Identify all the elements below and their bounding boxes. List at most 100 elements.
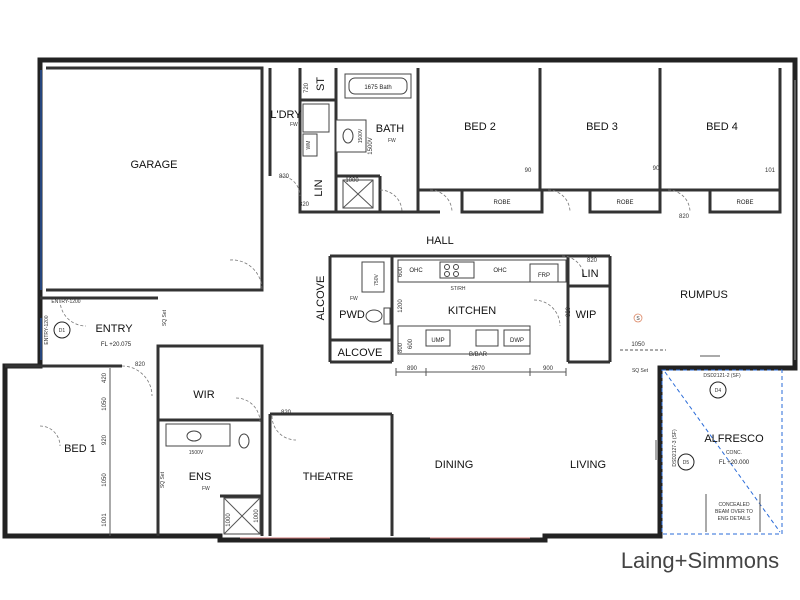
svg-text:D5: D5 xyxy=(683,460,690,466)
label-st: ST xyxy=(315,77,327,91)
note-beam-3: ENG DETAILS xyxy=(718,516,751,522)
door-swings xyxy=(39,175,691,447)
label-garage: GARAGE xyxy=(130,159,177,171)
dimension-lines xyxy=(109,368,567,536)
label-pwd: PWD xyxy=(339,309,365,321)
note-dsd-top: DSD2121-2 (SF) xyxy=(703,373,741,379)
label-bed3: BED 3 xyxy=(586,121,618,133)
note-alfresco-conc: CONC. xyxy=(726,450,742,456)
dim-90-b3: 90 xyxy=(653,166,660,172)
note-alfresco-level: FL +20.000 xyxy=(719,460,750,466)
window-marks xyxy=(40,70,796,539)
dim-1000-bath: 1000 xyxy=(345,178,359,184)
label-frp: FRP xyxy=(538,273,550,279)
label-wir: WIR xyxy=(193,389,214,401)
label-ohc-right: OHC xyxy=(493,268,507,274)
fixtures xyxy=(165,73,761,535)
label-rumpus: RUMPUS xyxy=(680,289,728,301)
label-s-marker: S xyxy=(636,316,640,322)
door-tag-d4: D4 xyxy=(709,381,727,399)
label-bed1: BED 1 xyxy=(64,443,96,455)
door-tag-d5: D5 xyxy=(677,453,695,471)
label-bath: BATH xyxy=(376,123,405,135)
room-labels: GARAGE L'DRY BATH BED 2 BED 3 BED 4 HALL… xyxy=(64,77,764,483)
dim-101-b4: 101 xyxy=(765,168,776,174)
dim-820-entry: 820 xyxy=(135,362,146,368)
label-fw-bath: FW xyxy=(388,138,396,144)
label-fw-ldry: FW xyxy=(290,122,298,128)
dim-820-theatre: 820 xyxy=(281,410,292,416)
label-vanity-ens: 1500V xyxy=(189,450,204,456)
label-ump: UMP xyxy=(431,338,444,344)
note-beam-2: BEAM OVER TO xyxy=(715,509,753,515)
dim-720: 720 xyxy=(304,82,310,93)
door-tag-d1: D1 xyxy=(53,321,71,339)
fixture-labels: 1675 Bath ROBE ROBE ROBE OHC OHC ST/RH F… xyxy=(160,85,754,492)
label-bath-tub: 1675 Bath xyxy=(364,85,391,91)
label-dwp: DWP xyxy=(510,338,524,344)
dim-820-lin: 820 xyxy=(279,174,290,180)
label-lin-left: LIN xyxy=(313,179,325,196)
label-alcove-upper: ALCOVE xyxy=(315,276,327,321)
dim-1050-rumpus: 1050 xyxy=(631,342,645,348)
label-bbar: B/BAR xyxy=(469,352,488,358)
label-bed2: BED 2 xyxy=(464,121,496,133)
label-laundry: L'DRY xyxy=(270,109,302,121)
dim-1050-a: 1050 xyxy=(102,397,108,411)
dim-1050-b: 1050 xyxy=(102,473,108,487)
label-kitchen: KITCHEN xyxy=(448,305,496,317)
note-beam-1: CONCEALED xyxy=(718,502,750,508)
dim-1500-bath: 1500V xyxy=(368,137,374,154)
label-fw-ens: FW xyxy=(202,486,210,492)
dim-820-wip: 820 xyxy=(566,306,572,317)
dim-820-b2: 820 xyxy=(299,202,310,208)
label-wm: WM xyxy=(306,141,312,150)
label-ens: ENS xyxy=(189,471,212,483)
label-entry: ENTRY xyxy=(95,323,133,335)
note-entry-1200-side: ENTRY-1200 xyxy=(44,315,50,344)
label-wip: WIP xyxy=(576,309,597,321)
label-fw-pwd: FW xyxy=(350,296,358,302)
label-sq-set-rumpus: SQ Set xyxy=(632,368,649,374)
dim-800: 800 xyxy=(398,342,404,353)
label-bed4: BED 4 xyxy=(706,121,738,133)
interior-walls xyxy=(5,66,783,536)
dim-890: 890 xyxy=(407,366,418,372)
note-dsd-side: DSD2127-3 (SF) xyxy=(672,429,678,467)
note-entry-level: FL +20.075 xyxy=(101,342,132,348)
label-alfresco: ALFRESCO xyxy=(704,433,764,445)
plan-notes: FL +20.075 ENTRY-1200 ENTRY-1200 D1 D4 D… xyxy=(44,299,753,522)
dim-900: 900 xyxy=(543,366,554,372)
label-hall: HALL xyxy=(426,235,454,247)
label-theatre: THEATRE xyxy=(303,471,354,483)
label-dining: DINING xyxy=(435,459,474,471)
label-robe3: ROBE xyxy=(616,200,633,206)
label-st-rh: ST/RH xyxy=(451,286,466,292)
label-ohc-left: OHC xyxy=(409,268,423,274)
dim-600b: 600 xyxy=(408,338,414,349)
dim-600: 600 xyxy=(398,266,404,277)
label-living: LIVING xyxy=(570,459,606,471)
label-sq-set-entry: SQ Set xyxy=(162,309,168,326)
dim-920: 920 xyxy=(102,434,108,445)
brand-logo: Laing+Simmons xyxy=(621,548,779,573)
dim-1000-ens: 1000 xyxy=(226,513,232,527)
dim-420: 420 xyxy=(102,372,108,383)
label-vanity-pwd: 750V xyxy=(374,274,380,286)
label-sq-set-ens: SQ Set xyxy=(160,471,166,488)
label-robe4: ROBE xyxy=(736,200,753,206)
label-alcove-lower: ALCOVE xyxy=(338,347,383,359)
dim-1200: 1200 xyxy=(398,299,404,313)
svg-text:D1: D1 xyxy=(59,328,66,334)
dimension-labels: 720 1500V 820 1000 820 90 90 101 820 820… xyxy=(102,82,776,526)
dim-2670: 2670 xyxy=(471,366,485,372)
dim-820-lin2: 820 xyxy=(587,258,598,264)
dim-1001: 1001 xyxy=(102,513,108,527)
label-lin-upper: LIN xyxy=(581,268,598,280)
dim-820-b4: 820 xyxy=(679,214,690,220)
dim-1000-shower: 1000 xyxy=(254,509,260,523)
note-entry-1200-top: ENTRY-1200 xyxy=(51,299,80,305)
label-robe2: ROBE xyxy=(493,200,510,206)
svg-text:D4: D4 xyxy=(715,388,722,394)
